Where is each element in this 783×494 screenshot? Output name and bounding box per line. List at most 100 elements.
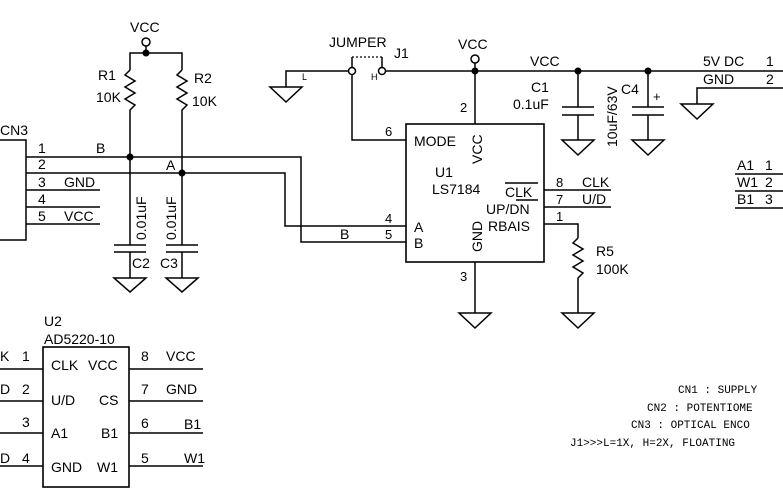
u1-ls7184: MODE VCC U1 LS7184 A B GND CLK UP/DN RBA… — [405, 123, 629, 330]
cn1-net-5vdc: 5V DC — [703, 53, 744, 69]
r5-ref: R5 — [596, 243, 614, 259]
u2-name-clk: CLK — [51, 357, 79, 373]
net-b-label: B — [340, 226, 349, 242]
u1-pin-b: B — [414, 235, 423, 251]
u1-pin-2: 2 — [460, 100, 467, 115]
u2-right-net-vcc: VCC — [166, 348, 196, 364]
jumper-high: H — [371, 72, 378, 82]
note-cn2: CN2 : POTENTIOME — [647, 403, 753, 415]
u2-name-gnd: GND — [51, 459, 82, 475]
encoder-routing: B 4 5 — [130, 156, 406, 243]
note-cn1: CN1 : SUPPLY — [678, 385, 758, 397]
u1-part: LS7184 — [432, 181, 480, 197]
u2-pin-3: 3 — [22, 414, 30, 430]
cn1-pin-2: 2 — [766, 71, 774, 87]
u1-pin-vcc: VCC — [469, 134, 485, 164]
u1-pin-gnd: GND — [469, 221, 485, 252]
r1-resistor — [123, 69, 137, 157]
vcc-label-u1: VCC — [458, 36, 488, 52]
r2-value: 10K — [192, 93, 218, 109]
c4-polarity: + — [653, 89, 661, 104]
u2-ad5220: U2 AD5220-10 K D D 1 2 3 4 CLK U/D A1 GN… — [0, 313, 205, 488]
u1-pin-8: 8 — [556, 175, 563, 190]
u2-left-net-4: D — [0, 450, 10, 466]
u1-pin-1: 1 — [556, 209, 563, 224]
notes: CN1 : SUPPLY CN2 : POTENTIOME CN3 : OPTI… — [570, 385, 758, 450]
c3-value: 0.01uF — [163, 196, 179, 240]
cn3-label: CN3 — [0, 122, 28, 138]
u1-pin-updn: UP/DN — [486, 201, 530, 217]
u2-name-cs: CS — [99, 392, 118, 408]
cn2-pin-2: 2 — [765, 174, 773, 190]
note-cn3: CN3 : OPTICAL ENCO — [631, 420, 750, 432]
u2-right-net-b1: B1 — [184, 416, 201, 432]
cn2-pin-1: 1 — [765, 157, 773, 173]
u2-pin-2: 2 — [22, 381, 30, 397]
u1-pin-mode: MODE — [414, 133, 456, 149]
u2-pin-4: 4 — [22, 450, 30, 466]
c4-value: 10uF/63V — [604, 86, 620, 147]
u1-out-clk: CLK — [582, 174, 610, 190]
jumper-ref: J1 — [394, 45, 409, 61]
c2-value: 0.01uF — [133, 196, 149, 240]
cn3-net-b: B — [96, 140, 105, 156]
u2-ref: U2 — [44, 313, 62, 329]
cn3-pin-5: 5 — [38, 208, 46, 224]
cn1-connector: 5V DC GND 1 2 — [679, 53, 783, 121]
r1-value: 10K — [96, 89, 122, 105]
jumper-low: L — [302, 72, 307, 82]
cn3-net-gnd: GND — [64, 174, 95, 190]
vcc-label-rail: VCC — [530, 53, 560, 69]
u2-part: AD5220-10 — [44, 331, 115, 347]
u1-pin-5: 5 — [385, 227, 392, 242]
r5-value: 100K — [596, 261, 629, 277]
r5-resistor — [571, 237, 585, 313]
u2-pin-8: 8 — [141, 348, 149, 364]
supply-rail: VCC VCC 2 C1 0.1uF + 10uF/63V C4 — [458, 36, 783, 157]
net-a-label: A — [166, 157, 176, 173]
cn2-net-w1: W1 — [737, 174, 758, 190]
u2-left-net-1: K — [0, 348, 10, 364]
c3-ref: C3 — [160, 255, 178, 271]
u1-out-ud: U/D — [582, 191, 606, 207]
cn3-net-vcc: VCC — [64, 208, 94, 224]
filter-capacitors: 0.01uF 0.01uF C2 C3 — [112, 157, 200, 293]
u2-left-net-2: D — [0, 381, 10, 397]
u2-pin-6: 6 — [141, 415, 149, 431]
u1-pin-7: 7 — [556, 192, 563, 207]
u1-pin-6: 6 — [385, 124, 392, 139]
jumper-j1: JUMPER J1 L H 6 — [268, 34, 475, 141]
cn2-net-a1: A1 — [737, 157, 754, 173]
u1-pin-a: A — [414, 219, 424, 235]
cn2-net-b1: B1 — [737, 191, 754, 207]
r1-ref: R1 — [98, 67, 116, 83]
pullup-network: VCC R1 10K R2 10K A — [96, 19, 218, 177]
c1-ref: C1 — [531, 79, 549, 95]
u2-right-net-w1: W1 — [184, 450, 205, 466]
cn2-connector: A1 W1 B1 1 2 3 — [735, 157, 783, 209]
u1-pin-rbais: RBAIS — [488, 218, 530, 234]
cn3-pin-4: 4 — [38, 191, 46, 207]
cn1-pin-1: 1 — [766, 53, 774, 69]
u1-pin-4: 4 — [385, 211, 392, 226]
u2-name-vcc: VCC — [88, 357, 118, 373]
u1-pin-3: 3 — [460, 269, 467, 284]
u1-pin-clk: CLK — [505, 184, 533, 200]
note-j1: J1>>>L=1X, H=2X, FLOATING — [570, 438, 735, 450]
cn1-net-gnd: GND — [703, 71, 734, 87]
vcc-label-left: VCC — [130, 19, 160, 35]
u2-name-a1: A1 — [51, 425, 68, 441]
r2-resistor — [175, 69, 189, 173]
u2-name-ud: U/D — [51, 392, 75, 408]
cn3-pin-1: 1 — [38, 140, 46, 156]
c4-ref: C4 — [621, 81, 639, 97]
u2-name-b1: B1 — [101, 425, 118, 441]
u2-right-net-gnd: GND — [166, 381, 197, 397]
cn3-connector: CN3 1 2 3 4 5 B GND VCC — [0, 122, 180, 241]
r2-ref: R2 — [194, 70, 212, 86]
cn3-pin-3: 3 — [38, 174, 46, 190]
cn2-pin-3: 3 — [765, 191, 773, 207]
c2-ref: C2 — [132, 255, 150, 271]
u2-pin-5: 5 — [141, 450, 149, 466]
